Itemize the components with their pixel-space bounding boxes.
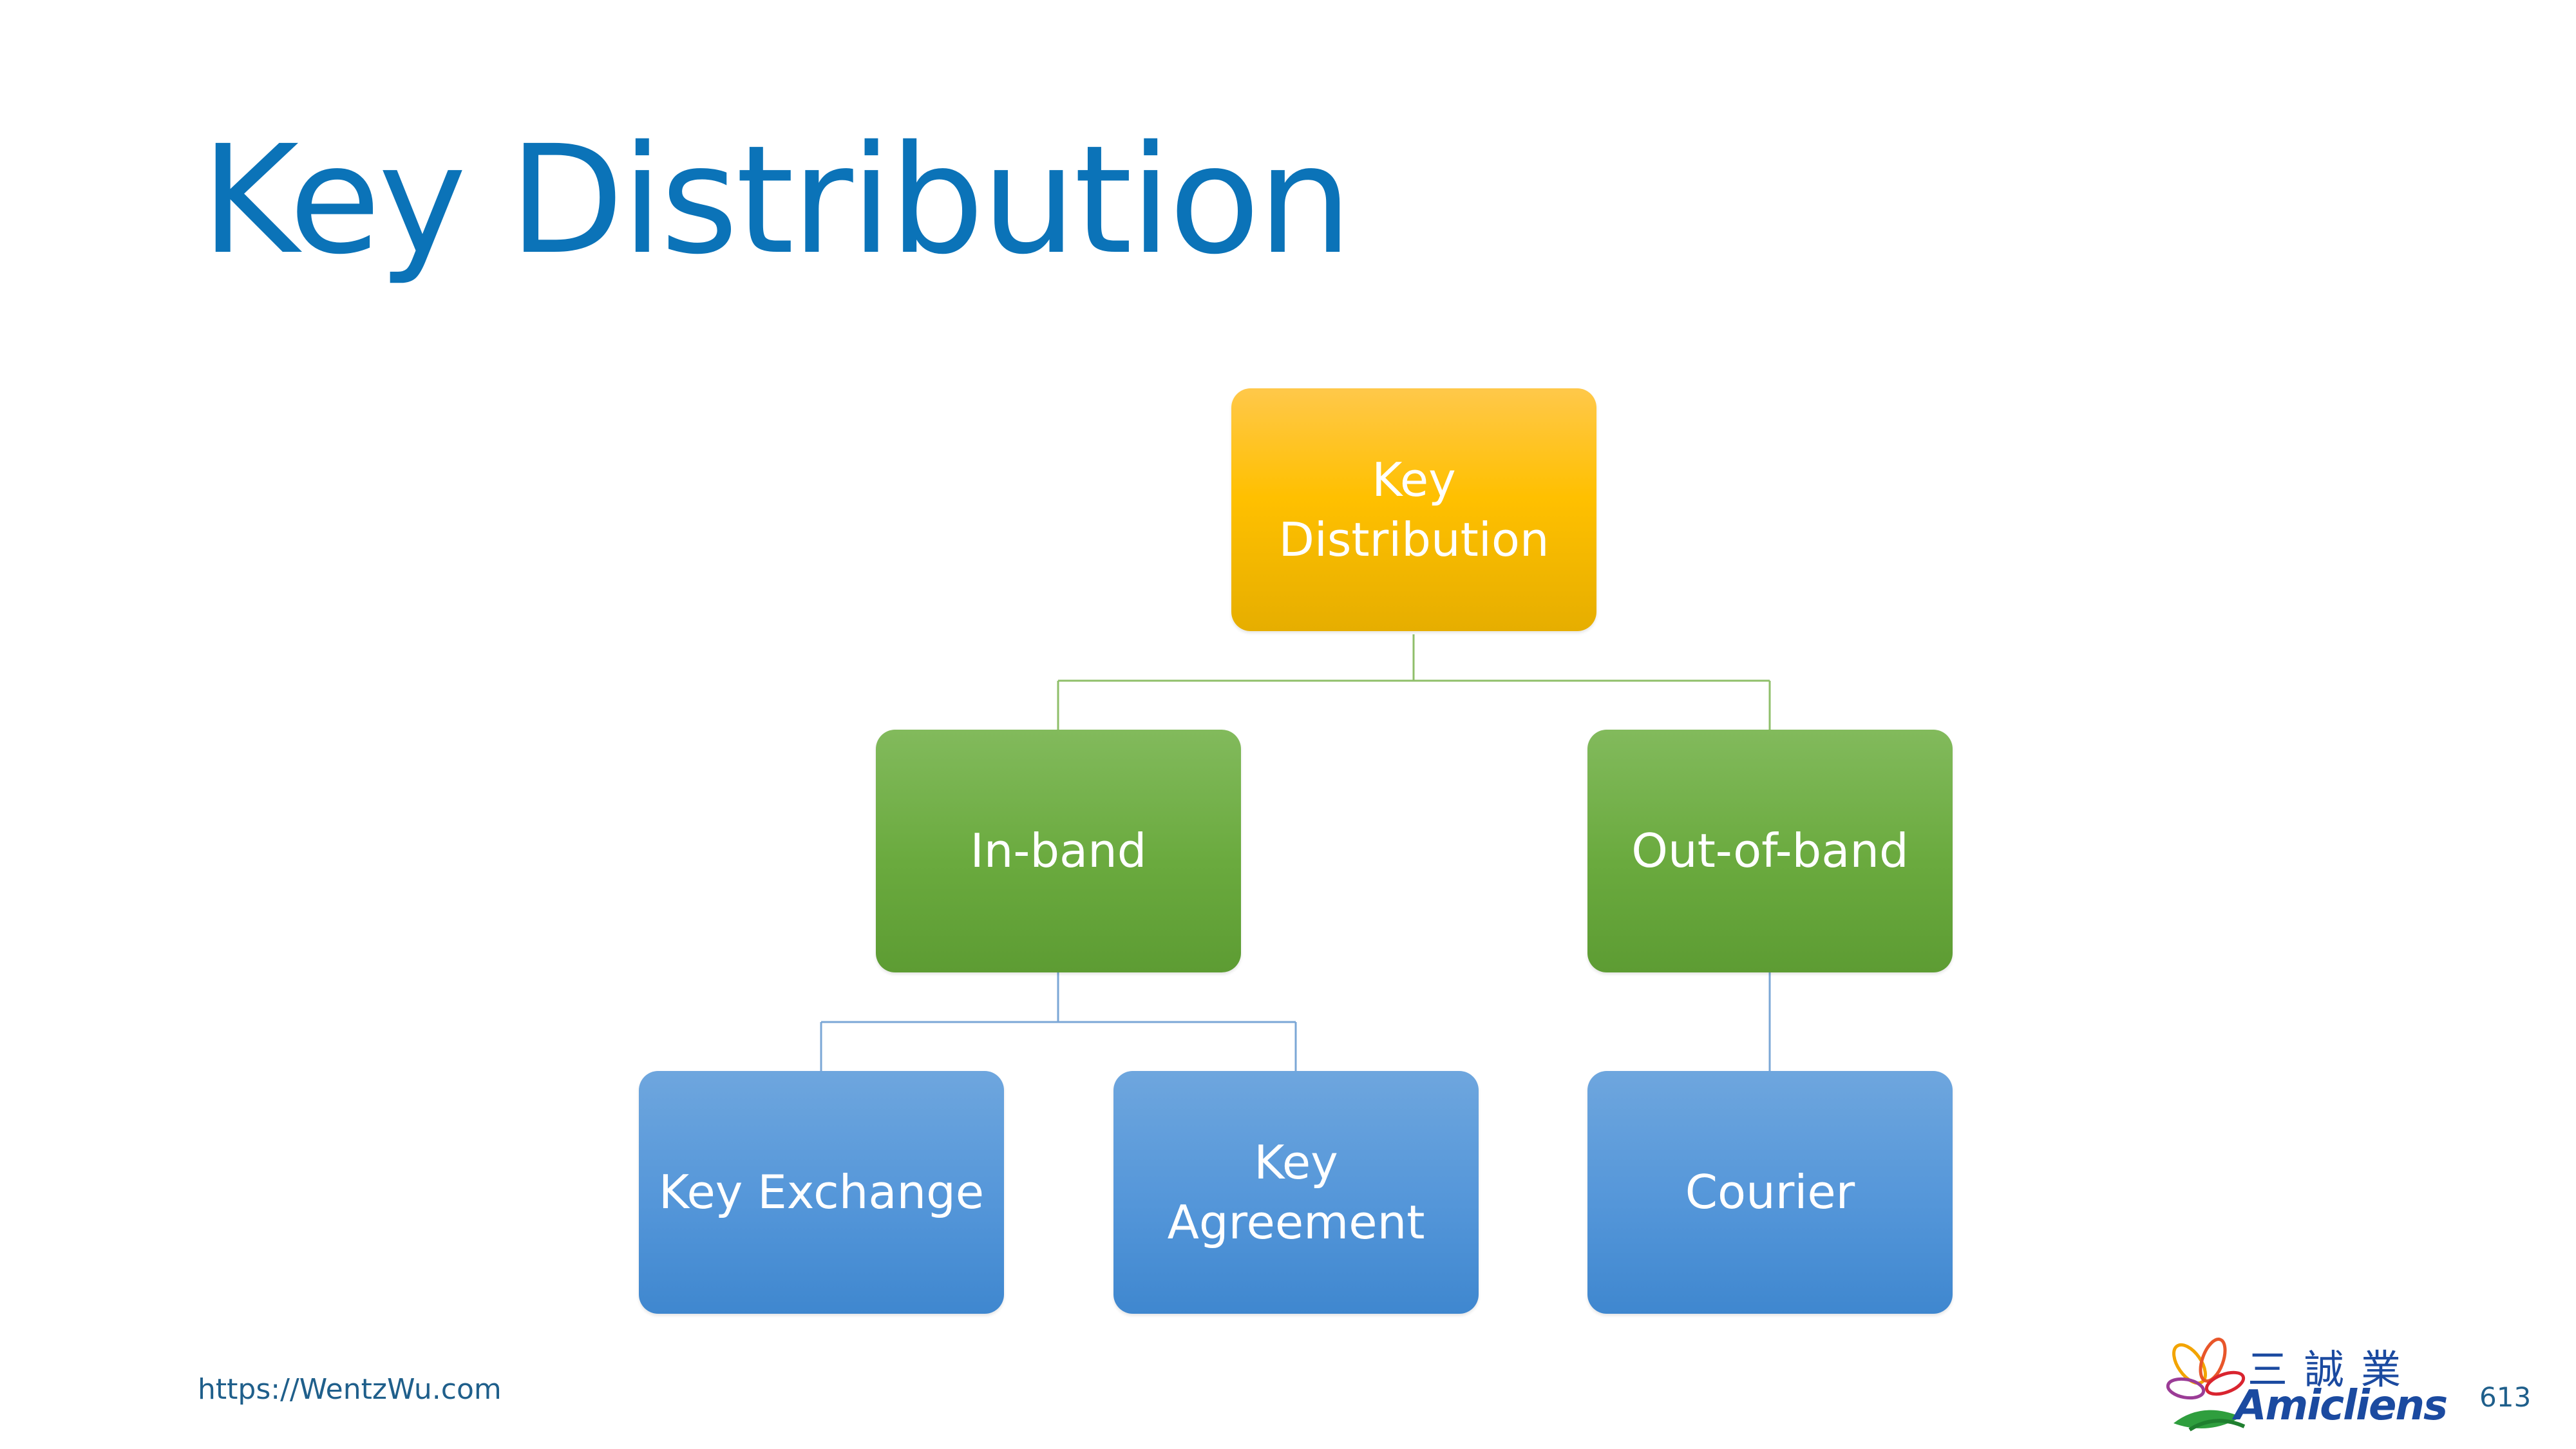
node-in-band-label: In-band: [970, 824, 1147, 878]
footer-url: https://WentzWu.com: [198, 1373, 502, 1406]
node-key-agreement-line2: Agreement: [1167, 1195, 1425, 1249]
root-to-level2-connector: [1057, 634, 1771, 730]
node-key-agreement-line1: Key: [1254, 1135, 1338, 1190]
node-courier: Courier: [1587, 1071, 1953, 1314]
node-key-exchange: Key Exchange: [639, 1071, 1004, 1314]
logo-latin-text: Amicliens: [2235, 1382, 2448, 1430]
node-out-of-band: Out-of-band: [1587, 730, 1953, 972]
node-courier-label: Courier: [1685, 1165, 1855, 1220]
node-key-exchange-label: Key Exchange: [658, 1165, 985, 1220]
node-out-of-band-label: Out-of-band: [1631, 824, 1909, 878]
slide-title: Key Distribution: [201, 113, 1352, 287]
node-in-band: In-band: [876, 730, 1241, 972]
page-number: 613: [2479, 1381, 2532, 1413]
node-key-agreement: Key Agreement: [1113, 1071, 1479, 1314]
level2-to-level3-connector: [820, 972, 1771, 1071]
node-key-distribution-line2: Distribution: [1278, 512, 1549, 567]
company-logo: 三誠業 Amicliens: [2164, 1333, 2448, 1436]
node-key-distribution-line1: Key: [1372, 453, 1456, 507]
flower-logo-icon: [2166, 1338, 2246, 1432]
logo-chinese-text: 三誠業: [2248, 1346, 2418, 1393]
node-key-distribution: Key Distribution: [1231, 388, 1596, 631]
